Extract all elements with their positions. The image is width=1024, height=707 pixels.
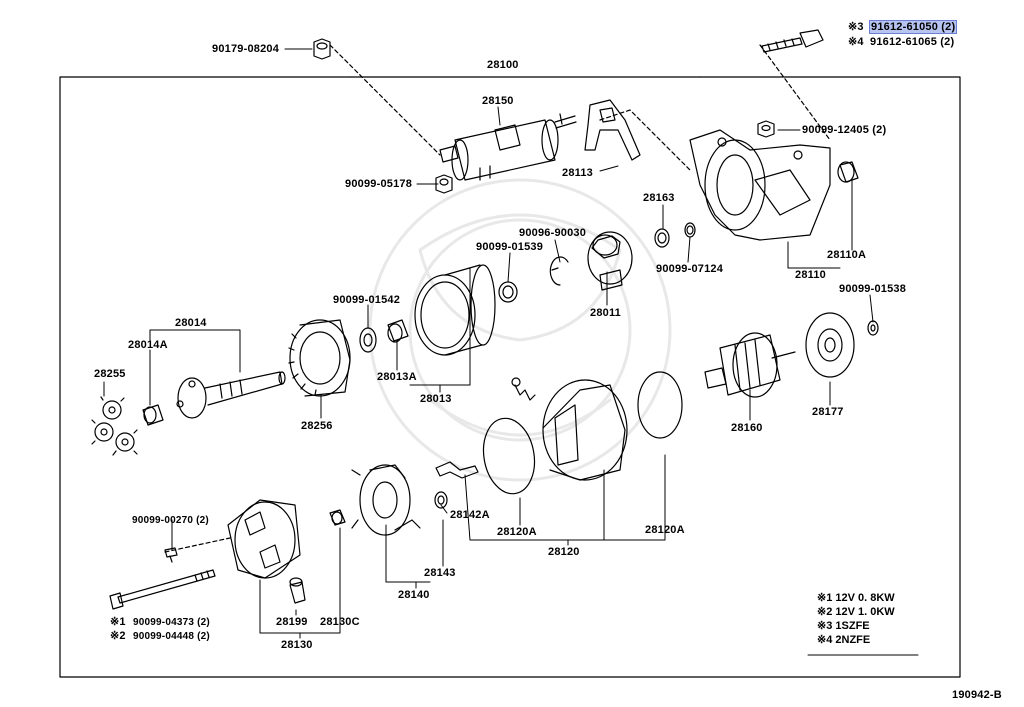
leader-lines (103, 48, 919, 656)
contact-plate-28113 (584, 99, 641, 161)
assembly-frame (59, 76, 961, 678)
label-28100: 28100 (487, 59, 519, 71)
label-90099-05178: 90099-05178 (345, 178, 413, 190)
ring-90099-07124 (684, 222, 696, 238)
label-28120A-right: 28120A (645, 524, 685, 536)
label-90099-01538: 90099-01538 (839, 283, 907, 295)
label-91612-61050[interactable]: 91612-61050 (2) (868, 20, 958, 34)
label-28113: 28113 (562, 167, 593, 179)
label-90099-04373: 90099-04373 (2) (133, 617, 210, 628)
label-28255: 28255 (94, 368, 126, 380)
brush-28143 (434, 491, 448, 509)
bushing-28013A (387, 319, 409, 343)
nut-90099-12405 (757, 120, 775, 138)
bushing-28110A (837, 161, 859, 183)
snap-ring-90096-90030 (549, 256, 569, 286)
label-28014: 28014 (175, 317, 207, 329)
nut-90179-08204 (313, 38, 331, 60)
label-28163: 28163 (643, 192, 675, 204)
planetary-shaft-28014 (176, 371, 286, 419)
grommet-28199 (289, 577, 306, 604)
long-bolt-90099-04373 (109, 569, 216, 610)
label-28120A-left: 28120A (497, 526, 537, 538)
legend-note-3: ※3 1SZFE (817, 620, 870, 632)
label-90099-01539: 90099-01539 (476, 241, 544, 253)
washer-90099-01542 (359, 327, 377, 353)
label-28120: 28120 (548, 546, 580, 558)
brush-holder-28140 (351, 464, 421, 536)
nut-90099-05178 (435, 174, 453, 194)
solenoid-28150 (439, 113, 577, 181)
armature-28160 (704, 332, 796, 398)
washer-90099-01539 (498, 281, 518, 303)
legend-note-2: ※2 12V 1. 0KW (817, 606, 895, 618)
label-28013: 28013 (420, 393, 452, 405)
bushing-28014A (142, 404, 164, 426)
clutch-28011 (587, 231, 633, 291)
label-28256: 28256 (301, 420, 333, 432)
label-28014A: 28014A (128, 339, 168, 351)
label-90099-04448: 90099-04448 (2) (133, 631, 210, 642)
label-90179-08204: 90179-08204 (212, 43, 280, 55)
ring-28163 (654, 228, 670, 248)
label-28143: 28143 (424, 567, 456, 579)
o-ring-28120A-left (482, 417, 536, 495)
label-28199: 28199 (276, 616, 308, 628)
end-cover-28177 (805, 312, 855, 378)
label-28013A: 28013A (377, 371, 417, 383)
dashed-guides (164, 44, 831, 553)
o-ring-28120A-right (637, 371, 683, 439)
screw-90099-00270 (164, 547, 178, 563)
label-90099-07124: 90099-07124 (656, 263, 724, 275)
internal-gear-28256 (288, 319, 351, 397)
label-28011: 28011 (590, 307, 621, 319)
label-28130C: 28130C (320, 616, 360, 628)
label-90099-00270: 90099-00270 (2) (132, 515, 209, 526)
end-frame-28130 (227, 499, 301, 579)
label-28130: 28130 (281, 639, 313, 651)
label-28177: 28177 (812, 406, 844, 418)
starter-housing-28110 (689, 129, 831, 241)
watermark-logo (368, 178, 672, 482)
label-28160: 28160 (731, 422, 763, 434)
label-90099-12405: 90099-12405 (2) (802, 124, 887, 136)
washer-90099-01538 (867, 320, 879, 336)
label-91612-61065: 91612-61065 (2) (870, 36, 955, 48)
planetary-gears-28255 (91, 396, 138, 456)
label-mark-3: ※3 (848, 21, 864, 33)
label-28110A: 28110A (827, 249, 867, 261)
legend-note-1: ※1 12V 0. 8KW (817, 592, 895, 604)
label-28110: 28110 (795, 269, 826, 281)
label-mark-2: ※2 (110, 630, 126, 642)
bushing-28130C (329, 509, 346, 526)
label-28140: 28140 (398, 589, 430, 601)
gear-housing-28013 (414, 264, 496, 356)
yoke-28120 (511, 377, 628, 481)
label-mark-1: ※1 (110, 616, 126, 628)
label-90096-90030: 90096-90030 (519, 227, 587, 239)
label-28142A: 28142A (450, 509, 490, 521)
brush-spring-28142A (435, 461, 479, 479)
label-mark-4: ※4 (848, 36, 864, 48)
label-90099-01542: 90099-01542 (333, 294, 401, 306)
legend-note-4: ※4 2NZFE (817, 634, 871, 646)
label-28150: 28150 (482, 95, 514, 107)
through-bolt-91612 (761, 29, 824, 53)
diagram-id: 190942-B (952, 689, 1002, 701)
